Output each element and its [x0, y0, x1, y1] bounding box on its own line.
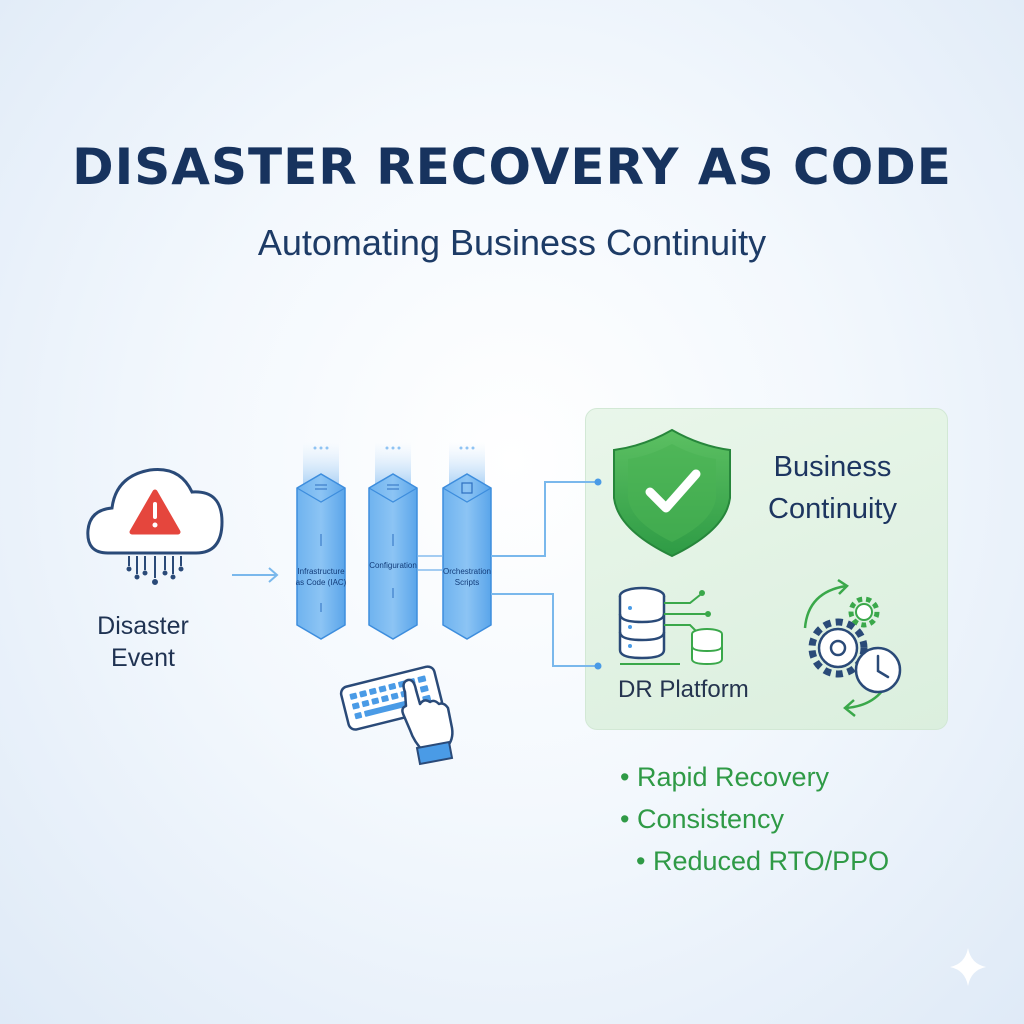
- benefit-item: Rapid Recovery: [620, 756, 889, 798]
- business-continuity-label: Business Continuity: [768, 451, 897, 525]
- orchestration-column-label: Orchestration Scripts: [442, 567, 492, 587]
- configuration-column-label: Configuration: [369, 561, 417, 570]
- benefits-list: Rapid Recovery Consistency Reduced RTO/P…: [620, 756, 889, 882]
- connector-dot: [594, 662, 602, 670]
- orchestration-column: [442, 442, 492, 640]
- disaster-arrow: [232, 567, 279, 583]
- cloud-warning-icon: [86, 467, 224, 585]
- connector-dot: [594, 478, 602, 486]
- sparkle-icon: [950, 948, 986, 986]
- keyboard-hand-icon: [339, 665, 454, 766]
- dr-platform-label: DR Platform: [618, 676, 749, 703]
- gears-clock-icon: [803, 578, 902, 717]
- disaster-event-label: Disaster Event: [97, 612, 189, 672]
- benefit-item: Reduced RTO/PPO: [620, 840, 889, 882]
- page-title: DISASTER RECOVERY AS CODE: [72, 138, 952, 196]
- benefit-item: Consistency: [620, 798, 889, 840]
- configuration-column: [368, 442, 418, 640]
- database-server-icon: [618, 586, 723, 666]
- panel-connectors: [491, 481, 596, 667]
- shield-check-icon: [613, 428, 731, 558]
- column-connectors: [417, 555, 443, 571]
- iac-column: [296, 442, 346, 640]
- page-subtitle: Automating Business Continuity: [257, 222, 767, 263]
- iac-column-label: Infrastructure as Code (IAC): [295, 567, 347, 587]
